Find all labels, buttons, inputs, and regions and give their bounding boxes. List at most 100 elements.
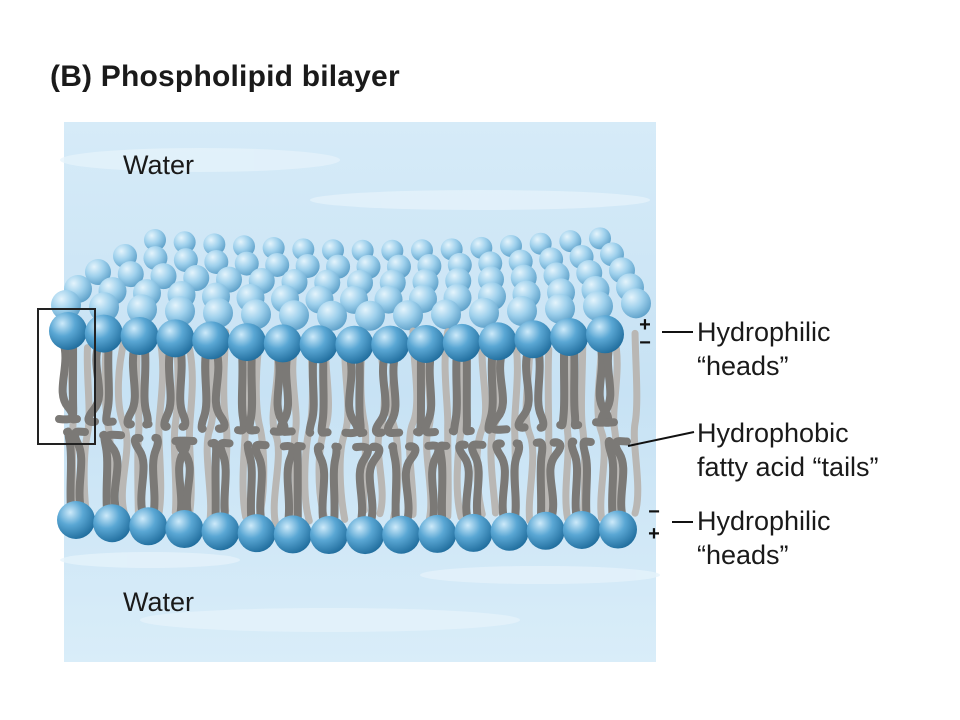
fatty-acid-tail-icon	[216, 438, 234, 526]
fatty-acid-tail-icon	[468, 440, 487, 527]
phospholipid-head-icon	[203, 297, 233, 328]
fatty-acid-tail-icon	[455, 440, 473, 527]
fatty-acid-tail-icon	[279, 441, 297, 529]
phospholipid-head-icon	[144, 229, 166, 251]
phospholipid-head-icon	[418, 514, 457, 553]
phospholipid-head-icon	[273, 515, 312, 554]
fatty-acid-tail-icon	[84, 339, 104, 426]
leader-line-tails	[627, 431, 695, 447]
phospholipid-head-icon	[192, 321, 231, 360]
phospholipid-head-icon	[469, 297, 499, 328]
callout-line: Hydrophobic	[697, 418, 849, 448]
fatty-acid-tail-icon	[597, 340, 618, 427]
phospholipid-head-icon	[299, 325, 338, 364]
fatty-acid-tail-icon	[251, 440, 270, 528]
phospholipid-head-icon	[490, 512, 529, 551]
fatty-acid-tail-icon	[510, 439, 524, 526]
phospholipid-head-icon	[201, 512, 240, 551]
water-label-top: Water	[123, 150, 195, 180]
phospholipid-head-icon	[204, 249, 229, 274]
fatty-acid-tail-icon	[114, 336, 131, 517]
fatty-acid-tail-icon	[102, 339, 117, 426]
fatty-acid-tail-icon	[543, 345, 553, 528]
charge-minus-top: −	[639, 332, 651, 354]
fatty-acid-tail-icon	[207, 438, 221, 526]
phospholipid-head-icon	[562, 510, 601, 549]
phospholipid-head-icon	[454, 513, 493, 552]
phospholipid-head-icon	[382, 515, 421, 554]
bottom-heads-row	[57, 501, 637, 555]
phospholipid-head-icon	[241, 299, 271, 330]
phospholipid-head-icon	[583, 291, 613, 322]
fatty-acid-tail-icon	[534, 345, 548, 432]
phospholipid-head-icon	[279, 300, 309, 331]
phospholipid-head-icon	[234, 251, 259, 276]
fatty-acid-tail-icon	[123, 342, 139, 429]
phospholipid-head-icon	[165, 510, 204, 549]
figure-title: (B) Phospholipid bilayer	[50, 60, 400, 93]
fatty-acid-tail-icon	[176, 344, 190, 431]
fatty-acid-tail-icon	[604, 437, 618, 524]
callout-line: Hydrophilic	[697, 506, 831, 536]
callout-line: “heads”	[697, 351, 789, 381]
fatty-acid-tail-icon	[103, 430, 126, 518]
phospholipid-head-icon	[514, 320, 553, 359]
fatty-acid-tail-icon	[245, 348, 260, 435]
fatty-acid-tail-icon	[243, 440, 256, 528]
callout-line: “heads”	[697, 540, 789, 570]
phospholipid-head-icon	[478, 322, 517, 361]
fatty-acid-tail-icon	[68, 337, 81, 424]
fatty-acid-tail-icon	[317, 350, 332, 437]
fatty-acid-tail-icon	[630, 329, 642, 517]
fatty-acid-tail-icon	[448, 348, 461, 436]
fatty-acid-tail-icon	[365, 442, 384, 530]
phospholipid-head-icon	[371, 325, 410, 364]
fatty-acid-tail-icon	[488, 347, 511, 434]
phospholipid-head-icon	[263, 324, 302, 363]
phospholipid-head-icon	[129, 507, 168, 546]
phospholipid-head-icon	[586, 315, 624, 354]
phospholipid-head-icon	[346, 516, 385, 555]
fatty-acid-tail-icon	[492, 439, 509, 526]
fatty-acid-tail-icon	[130, 433, 148, 521]
fatty-acid-tail-icon	[401, 442, 420, 529]
fatty-acid-tail-icon	[155, 332, 167, 517]
phospholipid-head-icon	[545, 293, 575, 324]
fatty-acid-tail-icon	[570, 342, 583, 430]
fatty-acid-tail-icon	[424, 441, 443, 528]
phospholipid-head-icon	[84, 314, 123, 353]
phospholipid-head-icon	[150, 263, 177, 290]
charge-minus-bottom: −	[648, 501, 660, 523]
phospholipid-head-icon	[156, 319, 195, 358]
fatty-acid-tail-icon	[484, 347, 497, 434]
fatty-acid-tail-icon	[149, 433, 162, 521]
fatty-acid-tail-icon	[546, 438, 565, 525]
phospholipid-head-icon	[526, 511, 565, 550]
fatty-acid-tail-icon	[441, 328, 452, 520]
phospholipid-head-icon	[57, 501, 95, 539]
fatty-acid-tail-icon	[234, 348, 248, 435]
fatty-acid-tail-icon	[341, 350, 362, 438]
phospholipid-head-icon	[335, 325, 374, 364]
callout-line: fatty acid “tails”	[697, 452, 879, 482]
fatty-acid-tail-icon	[203, 334, 217, 526]
fatty-acid-tail-icon	[567, 437, 582, 524]
fatty-acid-tail-icon	[55, 337, 77, 424]
phospholipid-head-icon	[237, 514, 276, 553]
phospholipid-head-icon	[621, 288, 651, 319]
phospholipid-head-icon	[93, 504, 132, 543]
phospholipid-head-icon	[442, 323, 481, 362]
fatty-acid-tail-icon	[413, 349, 426, 437]
phospholipid-head-icon	[355, 300, 385, 331]
callout-hydrophobic-tails: Hydrophobic fatty acid “tails”	[697, 416, 879, 484]
phospholipid-head-icon	[309, 516, 348, 555]
phospholipid-head-icon	[117, 261, 144, 288]
callout-line: Hydrophilic	[697, 317, 831, 347]
back-head-rows	[51, 227, 651, 331]
phospholipid-head-icon	[120, 317, 159, 356]
fatty-acid-tail-icon	[388, 442, 401, 529]
phospholipid-head-icon	[165, 296, 195, 327]
fatty-acid-tail-icon	[383, 350, 404, 438]
fatty-acid-tail-icon	[352, 442, 372, 530]
